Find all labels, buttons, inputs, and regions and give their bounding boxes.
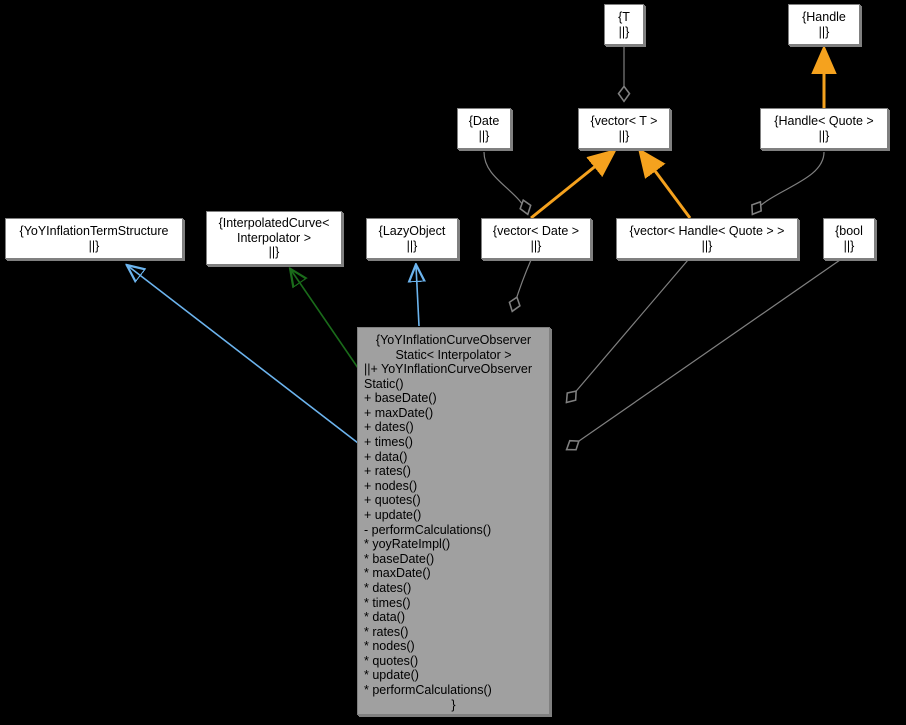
main-class-member: * performCalculations() <box>364 683 492 698</box>
main-class-member: ||+ YoYInflationCurveObserver <box>364 362 533 376</box>
main-class-member: * baseDate() <box>364 551 435 566</box>
node-vector-t-line2: ||} <box>618 128 630 143</box>
node-t-line1: {T <box>618 10 630 24</box>
node-interpolated-curve[interactable]: {InterpolatedCurve< Interpolator > ||} <box>206 211 342 265</box>
node-vector-t-line1: {vector< T > <box>590 114 658 128</box>
node-yoyits-line1: {YoYInflationTermStructure <box>19 224 169 238</box>
node-bool-line2: ||} <box>843 238 855 253</box>
edge-main-to-yoy-inflation-term-structure <box>128 266 359 444</box>
main-class-member: * yoyRateImpl() <box>364 537 451 552</box>
node-lazy-object-line2: ||} <box>406 238 418 253</box>
node-interpolated-curve-line2: Interpolator > <box>236 230 311 245</box>
main-class-title-line2: Static< Interpolator > <box>395 347 512 362</box>
edge-handle-quote-to-vector-handle <box>752 151 825 215</box>
node-interpolated-curve-line1: {InterpolatedCurve< <box>218 216 330 231</box>
node-vector-handle-quote[interactable]: {vector< Handle< Quote > > ||} <box>616 218 798 259</box>
edge-vector-handle-to-main <box>565 259 689 403</box>
main-class-member: * nodes() <box>364 639 415 654</box>
node-vector-date-line2: ||} <box>530 238 542 253</box>
node-bool-line1: {bool <box>835 224 863 238</box>
edge-main-to-interpolated-curve <box>291 270 359 369</box>
node-interpolated-curve-line3: ||} <box>268 245 280 260</box>
main-class-title-line1: {YoYInflationCurveObserver <box>375 333 532 347</box>
node-vector-date[interactable]: {vector< Date > ||} <box>481 218 591 259</box>
node-vector-t[interactable]: {vector< T > ||} <box>578 108 670 149</box>
main-class-member: - performCalculations() <box>364 522 492 537</box>
edge-vector-date-to-vector-t <box>530 152 613 220</box>
node-date[interactable]: {Date ||} <box>457 108 511 149</box>
main-class-member: + nodes() <box>364 478 418 493</box>
node-yoyits-line2: ||} <box>88 238 100 253</box>
node-vector-handle-quote-line1: {vector< Handle< Quote > > <box>629 224 785 238</box>
node-handle-quote-line1: {Handle< Quote > <box>774 114 874 128</box>
node-t[interactable]: {T ||} <box>604 4 644 45</box>
edge-bool-to-main <box>566 259 841 450</box>
main-class-closer: } <box>451 697 456 712</box>
node-handle-quote[interactable]: {Handle< Quote > ||} <box>760 108 888 149</box>
main-class-member: + baseDate() <box>364 391 437 406</box>
node-lazy-object[interactable]: {LazyObject ||} <box>366 218 458 259</box>
node-yoy-inflation-curve-observer-static[interactable]: {YoYInflationCurveObserver Static< Inter… <box>357 327 550 715</box>
main-class-member: * data() <box>364 610 405 625</box>
main-class-member: * rates() <box>364 624 409 639</box>
edge-date-to-vector-date <box>483 151 528 215</box>
main-class-member: + rates() <box>364 464 411 479</box>
node-handle[interactable]: {Handle ||} <box>788 4 860 45</box>
main-class-member: Static() <box>364 376 404 391</box>
edge-vector-date-to-main <box>512 259 532 312</box>
node-yoy-inflation-term-structure[interactable]: {YoYInflationTermStructure ||} <box>5 218 183 259</box>
main-class-member: + data() <box>364 449 408 464</box>
main-class-member: + update() <box>364 507 422 522</box>
edge-vector-handle-to-vector-t <box>641 152 692 219</box>
main-class-member: + dates() <box>364 420 414 435</box>
main-class-member: * update() <box>364 668 419 683</box>
node-vector-handle-quote-line2: ||} <box>701 238 713 253</box>
main-class-member: * quotes() <box>364 653 419 668</box>
node-handle-quote-line2: ||} <box>818 128 830 143</box>
node-vector-date-line1: {vector< Date > <box>492 224 580 238</box>
node-bool[interactable]: {bool ||} <box>823 218 875 259</box>
node-handle-line2: ||} <box>818 24 830 39</box>
main-class-member: + quotes() <box>364 493 421 508</box>
node-t-line2: ||} <box>618 24 630 39</box>
main-class-member: * times() <box>364 595 411 610</box>
main-class-member: + times() <box>364 434 413 449</box>
node-lazy-object-line1: {LazyObject <box>378 224 446 238</box>
node-date-line1: {Date <box>468 114 500 128</box>
edge-main-to-lazy-object <box>416 266 419 327</box>
main-class-member: + maxDate() <box>364 405 434 420</box>
main-class-member: * dates() <box>364 580 412 595</box>
main-class-member: * maxDate() <box>364 566 431 581</box>
node-handle-line1: {Handle <box>802 10 846 24</box>
node-date-line2: ||} <box>478 128 490 143</box>
